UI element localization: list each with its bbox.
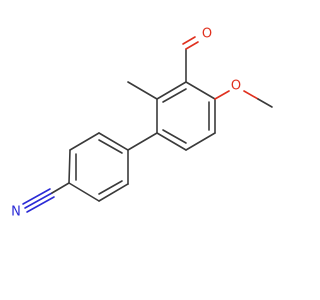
ring1-bond-2 <box>69 132 100 151</box>
nitrile-to-ring-bond <box>51 182 70 194</box>
ring1-bond-1 <box>68 149 71 184</box>
ring2-bond-5 <box>185 132 216 151</box>
biaryl-bond <box>127 132 158 151</box>
formyl-double-bond-1 <box>185 41 199 50</box>
methoxy-ring-bond <box>214 90 230 100</box>
aldehyde-oxygen-label: O <box>202 27 212 42</box>
ring2-inner-double-1 <box>162 88 187 103</box>
ring1-bond-3 <box>98 132 129 151</box>
nitrile-triple-bond-3 <box>26 196 55 213</box>
ring2-inner-double-3 <box>162 129 187 144</box>
methoxy-oxygen-label: O <box>231 79 241 94</box>
nitrile-nitrogen-label: N <box>11 205 21 220</box>
formyl-group: O <box>182 27 212 83</box>
nitrile-group <box>22 182 70 213</box>
ring1-inner-double-2 <box>98 139 123 154</box>
ring2-bond-6 <box>156 132 187 151</box>
methoxy-methyl-bond <box>243 90 259 100</box>
methoxy-group: O <box>214 79 273 108</box>
chemical-structure: O O N <box>11 27 273 220</box>
ring2-bond-3 <box>185 81 216 100</box>
benzonitrile-ring <box>68 132 129 202</box>
nitrile-triple-bond-2 <box>22 188 51 205</box>
ring1-inner-double-3 <box>98 180 123 195</box>
ring2-bond-2 <box>156 81 187 100</box>
formyl-double-bond-2 <box>182 36 196 45</box>
ring1-bond-6 <box>68 182 100 202</box>
ring1-bond-5 <box>98 183 129 202</box>
nitrile-triple-bond-1 <box>24 192 53 209</box>
substituted-ring <box>156 81 216 151</box>
methoxy-methyl-tail <box>257 98 273 108</box>
methyl-bond <box>127 81 158 100</box>
